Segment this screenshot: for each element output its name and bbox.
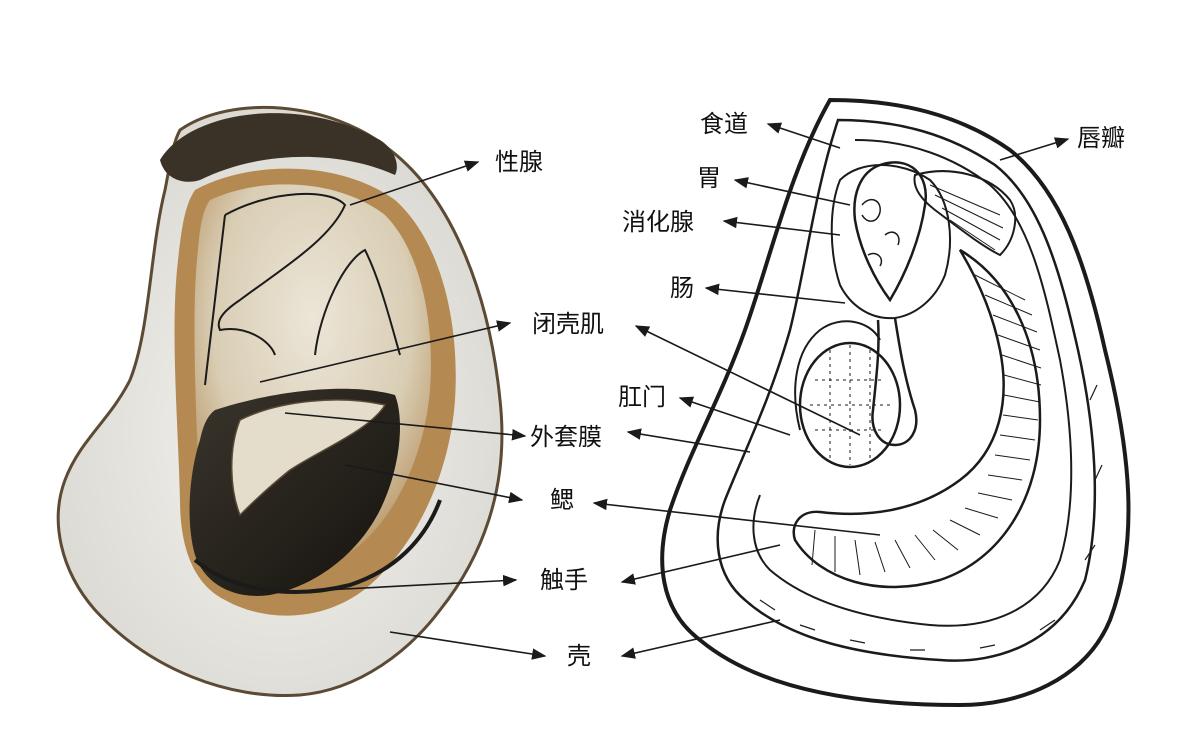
anus-loop xyxy=(794,320,881,431)
label-esophagus: 食道 xyxy=(700,110,748,138)
label-shell: 壳 xyxy=(567,642,591,670)
label-mantle: 外套膜 xyxy=(530,423,602,451)
label-stomach: 胃 xyxy=(697,164,721,192)
gonad-outline xyxy=(204,192,347,386)
adductor-muscle xyxy=(231,399,387,517)
label-gonad: 性腺 xyxy=(495,148,543,176)
gill-striations xyxy=(811,274,1042,576)
label-anus: 肛门 xyxy=(618,383,666,411)
oyster-line-drawing xyxy=(660,97,1131,708)
intestine-loop xyxy=(871,317,918,447)
label-labial-palp: 唇瓣 xyxy=(1077,124,1125,152)
oyster-hinge xyxy=(160,113,397,182)
oyster-photo xyxy=(56,105,504,698)
drawing-shell-inner xyxy=(716,118,1097,662)
label-tentacle: 触手 xyxy=(540,566,588,594)
label-digestive-gland: 消化腺 xyxy=(622,208,694,236)
left-leader-lines xyxy=(259,160,547,660)
right-leader-lines xyxy=(592,122,1070,659)
drawing-shell-outer xyxy=(660,97,1131,708)
gill-crescent xyxy=(792,248,1042,589)
tentacle-fringe xyxy=(193,499,442,594)
label-intestine: 肠 xyxy=(670,274,694,302)
label-adductor: 闭壳肌 xyxy=(532,310,604,338)
label-gill: 鳃 xyxy=(550,486,574,514)
labial-palp xyxy=(913,170,1017,257)
stomach-region xyxy=(853,161,928,303)
